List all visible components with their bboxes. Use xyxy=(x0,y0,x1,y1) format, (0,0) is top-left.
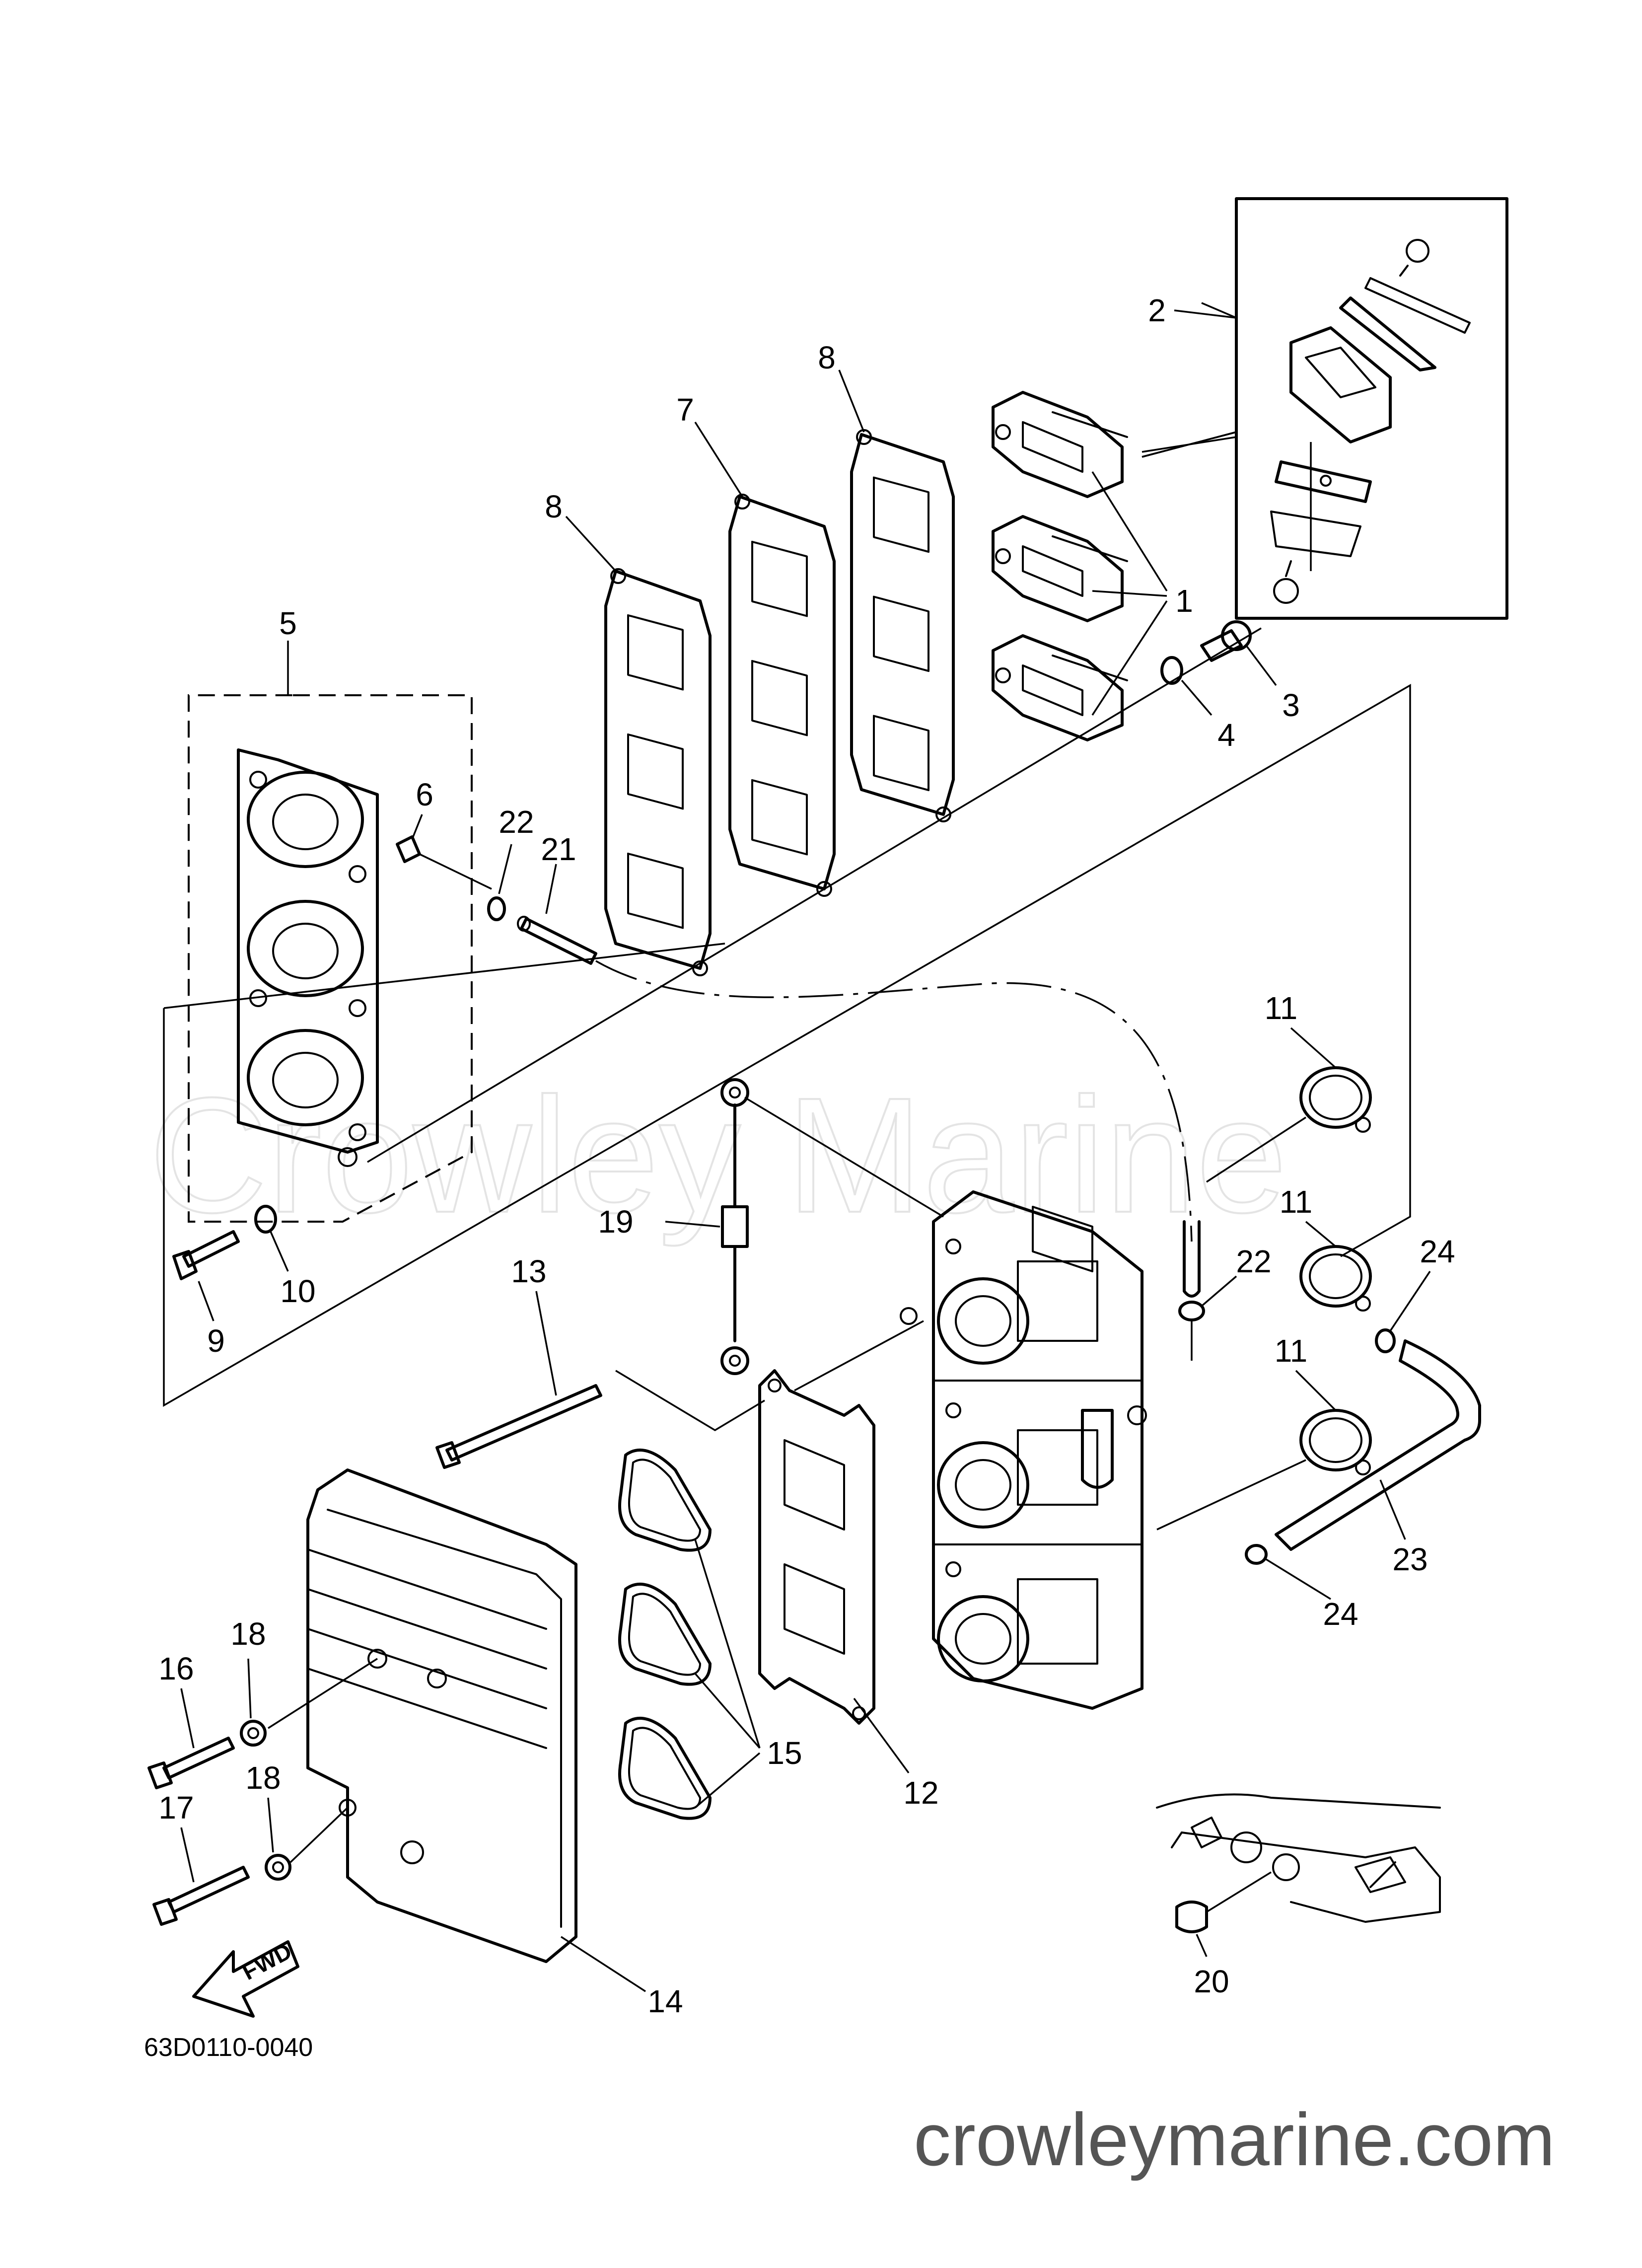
hose-23: 23 xyxy=(1275,1339,1481,1577)
clamp-24-lower: 24 xyxy=(1245,1544,1358,1632)
callout-2: 2 xyxy=(1148,293,1166,328)
oring-11-middle: 11 xyxy=(1280,1184,1372,1312)
site-url: crowleymarine.com xyxy=(914,2098,1555,2181)
callout-23: 23 xyxy=(1392,1541,1428,1577)
plug-20: 20 xyxy=(1156,1793,1441,1999)
oring-11-bottom: 11 xyxy=(1156,1333,1372,1531)
callout-10: 10 xyxy=(280,1273,315,1309)
callout-17: 17 xyxy=(158,1790,194,1826)
seals-15: 15 xyxy=(618,1449,802,1820)
clip-22-lower: 22 xyxy=(1178,1244,1272,1361)
callout-3: 3 xyxy=(1282,687,1300,723)
pipe-21: 21 xyxy=(517,831,597,965)
intake-manifold-group-5: 5 xyxy=(188,605,473,1223)
callout-22-lower: 22 xyxy=(1236,1244,1271,1279)
callout-19: 19 xyxy=(598,1204,633,1240)
callout-4: 4 xyxy=(1217,717,1235,753)
callout-15: 15 xyxy=(767,1735,802,1771)
callout-7: 7 xyxy=(676,392,694,428)
bolt-16: 16 xyxy=(147,1651,235,1789)
gasket-8-rear: 8 xyxy=(818,340,955,822)
callout-5: 5 xyxy=(279,605,297,641)
gasket-7: 7 xyxy=(676,392,836,897)
link-rod-19: 19 xyxy=(598,1078,944,1375)
callout-14: 14 xyxy=(647,1983,683,2019)
clip-22-upper: 22 xyxy=(487,804,534,921)
fitting-6: 6 xyxy=(396,777,492,890)
callout-8-front: 8 xyxy=(545,489,563,524)
callout-12: 12 xyxy=(903,1775,938,1811)
fwd-label: FWD xyxy=(238,1938,296,1985)
diagram-code: 63D0110-0040 xyxy=(144,2033,313,2062)
bolt-13: 13 xyxy=(435,1253,602,1469)
carburetor-assembly xyxy=(900,1190,1147,1710)
reed-valve-detail-box: 2 xyxy=(1142,197,1508,620)
washer-4: 4 xyxy=(1160,656,1235,753)
callout-11-bottom: 11 xyxy=(1275,1333,1307,1369)
washer-18-lower: 18 xyxy=(245,1760,349,1881)
watermark: Crowley Marine xyxy=(149,1063,1287,1247)
bolt-9: 9 xyxy=(172,1230,240,1359)
callout-11-top: 11 xyxy=(1265,990,1297,1026)
forward-direction-arrow: FWD xyxy=(192,1938,299,2018)
intake-silencer-14: 14 xyxy=(306,1468,683,2019)
callout-9: 9 xyxy=(207,1323,225,1359)
oring-11-top: 11 xyxy=(1206,990,1372,1183)
callout-16: 16 xyxy=(158,1651,194,1686)
screw-3: 3 xyxy=(1200,620,1300,723)
gasket-8-front: 8 xyxy=(545,489,712,976)
callout-24-upper: 24 xyxy=(1420,1234,1455,1269)
washer-10: 10 xyxy=(254,1205,316,1309)
callout-11-middle: 11 xyxy=(1280,1184,1312,1220)
callout-22-upper: 22 xyxy=(499,804,534,840)
reed-valve-assemblies: 1 xyxy=(992,391,1193,741)
callout-24-lower: 24 xyxy=(1323,1596,1358,1632)
callout-20: 20 xyxy=(1194,1964,1229,1999)
callout-13: 13 xyxy=(511,1253,546,1289)
clamp-24-upper: 24 xyxy=(1375,1234,1455,1353)
callout-6: 6 xyxy=(416,777,433,812)
bolt-17: 17 xyxy=(152,1790,250,1926)
washer-18-upper: 18 xyxy=(230,1616,378,1747)
callout-18-lower: 18 xyxy=(245,1760,281,1796)
callout-8-rear: 8 xyxy=(818,340,836,375)
callout-18-upper: 18 xyxy=(230,1616,266,1652)
gasket-12: 12 xyxy=(758,1369,939,1811)
callout-1: 1 xyxy=(1175,583,1193,619)
callout-21: 21 xyxy=(541,831,576,867)
